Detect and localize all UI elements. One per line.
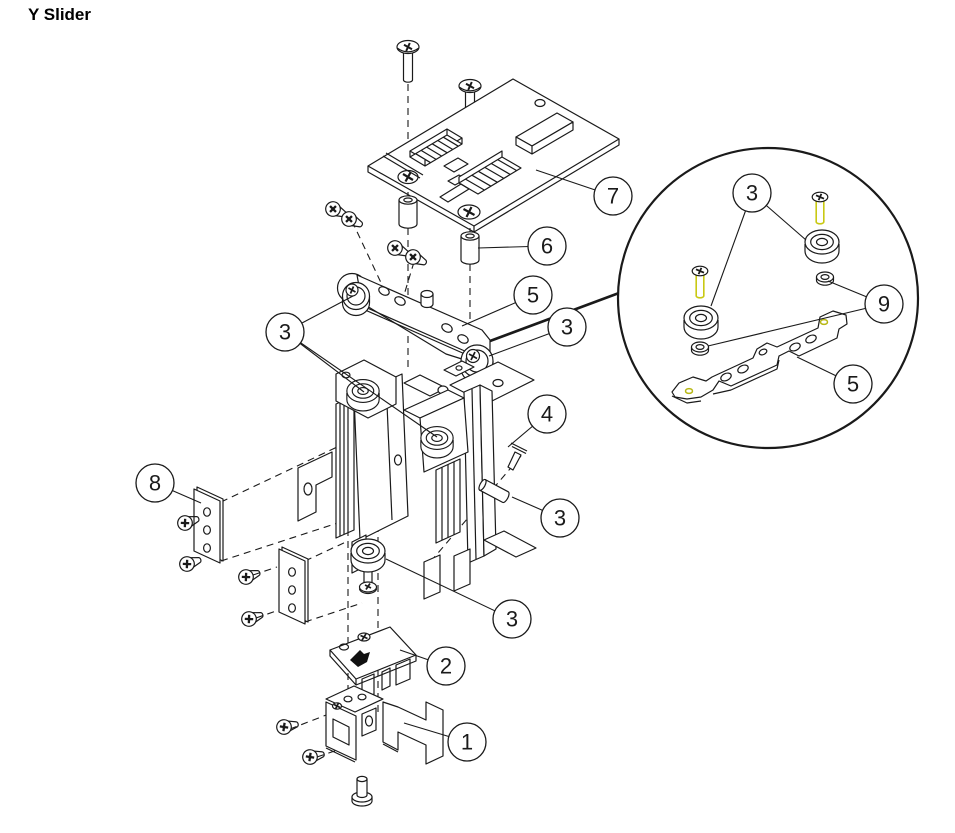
callout-number: 9 <box>878 291 890 316</box>
callout-number: 3 <box>746 180 758 205</box>
callout-balloon <box>492 599 532 639</box>
callout-5-main: 5 <box>461 275 553 327</box>
callout-balloon <box>447 722 487 762</box>
sensor-component <box>350 650 370 667</box>
callout-number: 2 <box>440 653 452 678</box>
callout-balloon <box>513 275 553 315</box>
callout-3-detail: 3 <box>710 173 807 307</box>
callout-3-pin: 3 <box>511 496 580 538</box>
callout-leader-line <box>385 558 513 620</box>
detail-slider-plate <box>671 310 848 404</box>
circuit-board <box>367 78 620 233</box>
callout-balloon <box>265 312 305 352</box>
callout-number: 7 <box>607 183 619 208</box>
callout-6: 6 <box>477 226 567 266</box>
slider-body <box>297 359 537 600</box>
callout-leader-line <box>707 303 885 347</box>
callout-leader-line <box>710 192 753 307</box>
callout-4: 4 <box>507 394 567 448</box>
callout-3-rollers: 3 <box>265 295 438 438</box>
long-screw-left <box>396 39 420 84</box>
callout-number: 3 <box>279 319 291 344</box>
callout-5-detail: 5 <box>796 356 873 404</box>
callout-balloon <box>540 498 580 538</box>
callout-number: 6 <box>541 233 553 258</box>
callout-number: 8 <box>149 470 161 495</box>
callout-balloon <box>527 226 567 266</box>
callout-balloon <box>527 394 567 434</box>
callout-number: 5 <box>527 282 539 307</box>
spacer-right <box>460 231 480 265</box>
callout-1: 1 <box>403 722 487 762</box>
callout-balloon <box>426 646 466 686</box>
callout-2: 2 <box>399 646 466 686</box>
callout-9: 9 <box>707 280 904 347</box>
callout-balloon <box>732 173 772 213</box>
bar-roller-left <box>341 281 371 317</box>
detail-roller-top <box>804 229 840 264</box>
callout-balloon <box>135 463 175 503</box>
detail-washer-top <box>815 271 835 286</box>
callout-number: 3 <box>561 314 573 339</box>
shoulder-screw-bottom <box>351 775 373 807</box>
detail-washer-left <box>690 341 710 356</box>
callout-number: 1 <box>461 729 473 754</box>
callout-8: 8 <box>135 463 202 504</box>
bar-plug-screw <box>420 289 434 309</box>
callout-number: 5 <box>847 371 859 396</box>
callout-balloon <box>593 176 633 216</box>
callout-3-roller-bottom: 3 <box>385 558 532 639</box>
callout-number: 3 <box>506 606 518 631</box>
callout-3-bar-right: 3 <box>488 307 587 357</box>
mounting-plates <box>174 486 309 630</box>
callout-number: 4 <box>541 401 553 426</box>
sensor-board <box>329 626 417 700</box>
sensor-bracket <box>274 685 444 767</box>
callout-number: 3 <box>554 505 566 530</box>
callout-leader-line <box>284 331 438 438</box>
callout-7: 7 <box>535 169 633 216</box>
callout-balloon <box>547 307 587 347</box>
detail-roller-left <box>683 305 719 340</box>
callout-balloon <box>864 284 904 324</box>
bottom-roller <box>350 538 386 595</box>
set-screw-and-pin <box>478 442 528 504</box>
callout-balloon <box>833 364 873 404</box>
spacer-left <box>398 195 418 229</box>
page-title: Y Slider <box>28 5 91 24</box>
